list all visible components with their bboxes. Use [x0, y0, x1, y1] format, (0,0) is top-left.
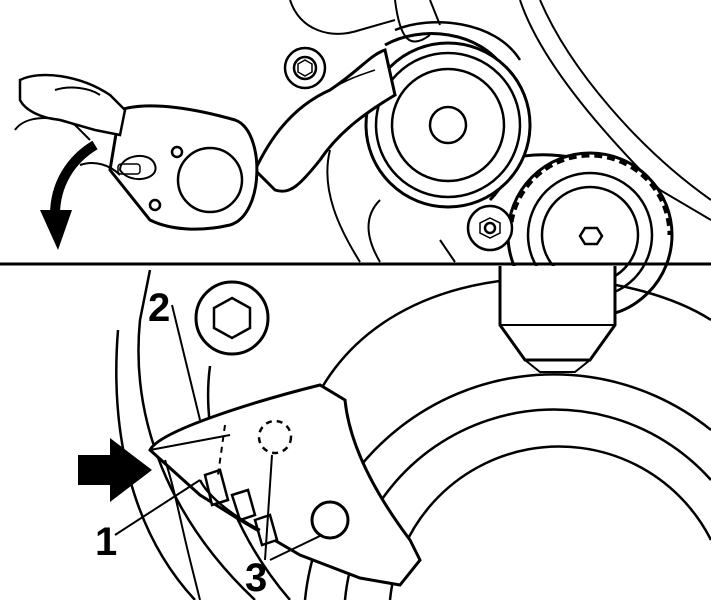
leader-lines	[114, 304, 323, 561]
tensioner-plate	[148, 383, 422, 600]
hex-nut	[498, 266, 617, 373]
alignment-mark	[217, 424, 226, 476]
tensioner-pulley	[364, 41, 532, 209]
wrench-head	[108, 104, 259, 231]
hidden-hole	[257, 419, 293, 455]
adjust-hole	[310, 500, 350, 540]
callout-1: 1	[95, 520, 118, 564]
tensioner-arm	[253, 48, 397, 193]
push-arrow	[78, 438, 152, 502]
wrench-handle	[14, 73, 127, 176]
callout-2: 2	[148, 286, 171, 330]
housing-bolt	[283, 46, 327, 90]
sprocket-bolt	[466, 204, 514, 252]
small-bolt	[194, 280, 270, 356]
rotation-arrow	[40, 140, 98, 250]
callout-3: 3	[245, 556, 268, 600]
bottom-panel	[78, 266, 711, 600]
